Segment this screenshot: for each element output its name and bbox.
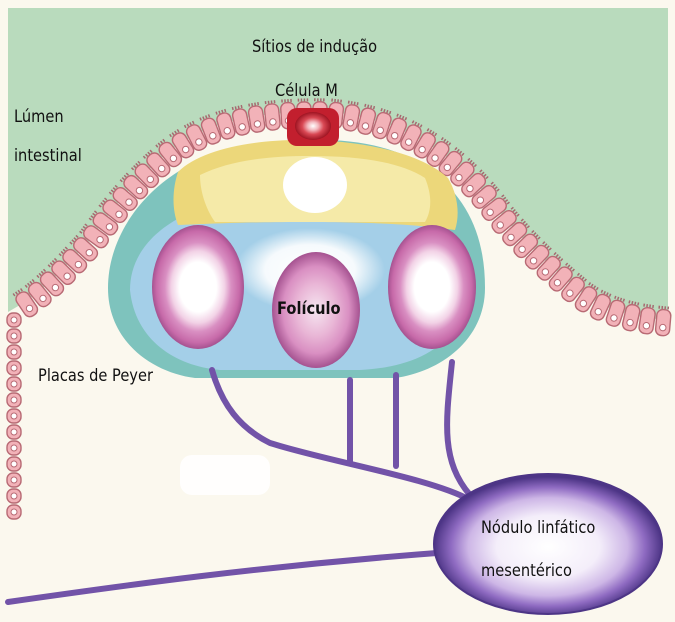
label-node-line1: Nódulo linfático — [481, 518, 595, 538]
m-cell — [287, 108, 339, 146]
epithelial-cell — [7, 505, 21, 519]
label-node-line2: mesentérico — [481, 561, 572, 581]
epithelial-cell — [7, 409, 21, 423]
epithelial-cell — [7, 473, 21, 487]
dome-center-glow — [283, 157, 347, 213]
label-peyer-patches: Placas de Peyer — [38, 366, 153, 386]
follicle-left — [152, 225, 244, 349]
epithelial-cell — [7, 329, 21, 343]
label-induction-sites: Sítios de indução — [252, 37, 377, 57]
label-m-cell: Célula M — [275, 81, 338, 101]
epithelial-cell — [7, 457, 21, 471]
label-lumen-line2: intestinal — [14, 146, 82, 166]
epithelial-cell — [7, 361, 21, 375]
epithelial-cell — [7, 425, 21, 439]
mesenteric-lymph-node — [434, 474, 662, 614]
follicle-right — [388, 225, 476, 349]
smudge — [180, 455, 270, 495]
epithelial-cell — [7, 345, 21, 359]
epithelial-cell — [7, 377, 21, 391]
epithelial-cell — [7, 393, 21, 407]
epithelial-cell — [7, 489, 21, 503]
label-lumen-line1: Lúmen — [14, 107, 64, 127]
epithelial-cell — [7, 313, 21, 327]
m-cell-nucleus — [295, 112, 331, 140]
epithelial-cell — [655, 307, 671, 336]
label-follicle: Folículo — [277, 299, 341, 319]
epithelial-cell — [7, 441, 21, 455]
